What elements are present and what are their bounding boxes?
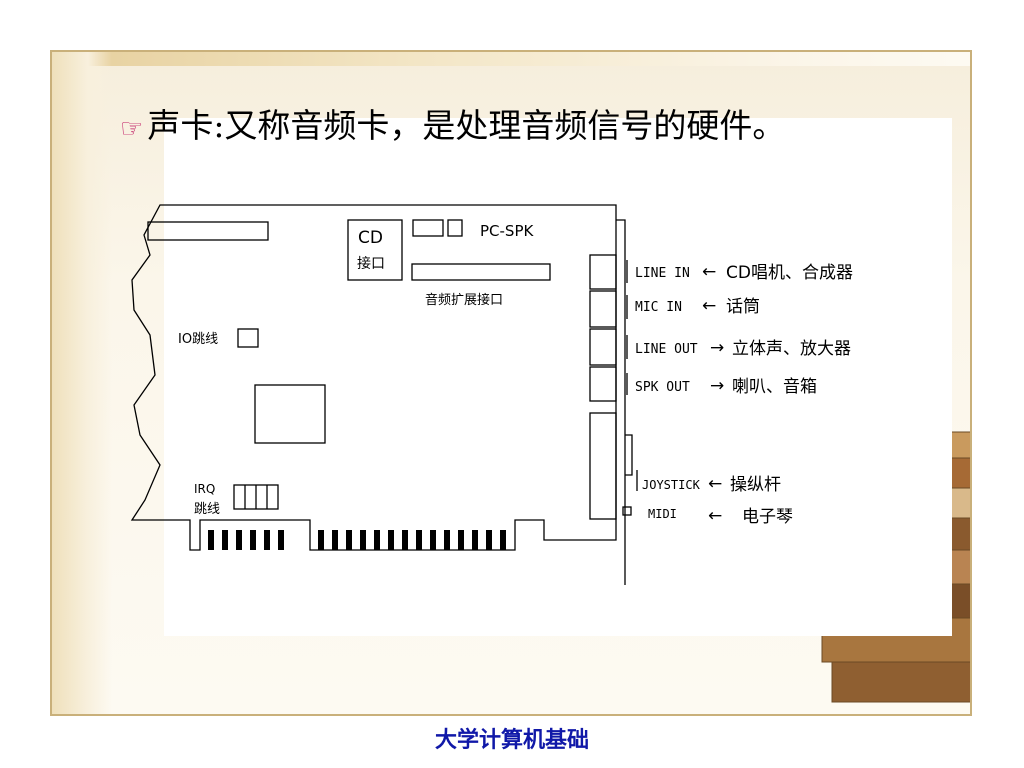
arrow-line-in: ← xyxy=(702,262,716,282)
port-name-midi: MIDI xyxy=(648,507,677,521)
port-labels: LINE IN ← CD唱机、合成器 MIC IN ← 话筒 LINE OUT … xyxy=(635,262,853,527)
port-desc-mic-in: 话筒 xyxy=(726,297,760,317)
cd-label-2: 接口 xyxy=(357,255,385,272)
slide-footer: 大学计算机基础 xyxy=(0,722,1024,754)
port-desc-midi: 电子琴 xyxy=(742,507,793,527)
port-name-line-out: LINE OUT xyxy=(635,342,698,357)
pc-spk-pin-2 xyxy=(448,220,462,236)
audio-expansion-connector xyxy=(412,264,550,280)
port-desc-line-out: 立体声、放大器 xyxy=(732,339,851,359)
port-name-joystick: JOYSTICK xyxy=(642,478,701,492)
chip xyxy=(255,385,325,443)
decorative-top-band xyxy=(52,52,970,66)
sound-card-diagram: CD 接口 PC-SPK 音频扩展接口 IO跳线 IRQ 跳线 LINE IN … xyxy=(120,195,900,590)
title-text: 声卡:又称音频卡，是处理音频信号的硬件。 xyxy=(147,106,785,145)
pointing-hand-icon: ☞ xyxy=(120,114,143,144)
port-desc-joystick: 操纵杆 xyxy=(730,475,781,495)
arrow-midi: ← xyxy=(708,506,722,526)
port-joystick-midi xyxy=(590,413,616,519)
pc-spk-pin-1 xyxy=(413,220,443,236)
edge-connector-fingers xyxy=(208,530,506,550)
audio-ext-label: 音频扩展接口 xyxy=(425,292,503,308)
irq-label-2: 跳线 xyxy=(194,502,220,517)
arrow-line-out: → xyxy=(710,338,724,358)
top-connector xyxy=(148,222,268,240)
decorative-left-band xyxy=(52,52,112,714)
slide-title: ☞声卡:又称音频卡，是处理音频信号的硬件。 xyxy=(120,106,972,149)
port-jack-spk-out xyxy=(590,367,616,401)
arrow-mic-in: ← xyxy=(702,296,716,316)
arrow-spk-out: → xyxy=(710,376,724,396)
port-jack-line-out xyxy=(590,329,616,365)
port-jack-mic-in xyxy=(590,291,616,327)
port-name-mic-in: MIC IN xyxy=(635,300,682,315)
port-jack-line-in xyxy=(590,255,616,289)
port-desc-spk-out: 喇叭、音箱 xyxy=(732,377,817,397)
port-name-spk-out: SPK OUT xyxy=(635,380,690,395)
irq-label-1: IRQ xyxy=(194,482,215,496)
pc-spk-label: PC-SPK xyxy=(480,222,534,240)
io-jumper-label: IO跳线 xyxy=(178,332,218,347)
arrow-joystick: ← xyxy=(708,474,722,494)
bracket-outline xyxy=(616,220,625,585)
port-name-line-in: LINE IN xyxy=(635,266,690,281)
cd-label-1: CD xyxy=(358,228,383,248)
port-desc-line-in: CD唱机、合成器 xyxy=(726,263,853,283)
io-jumper-box xyxy=(238,329,258,347)
